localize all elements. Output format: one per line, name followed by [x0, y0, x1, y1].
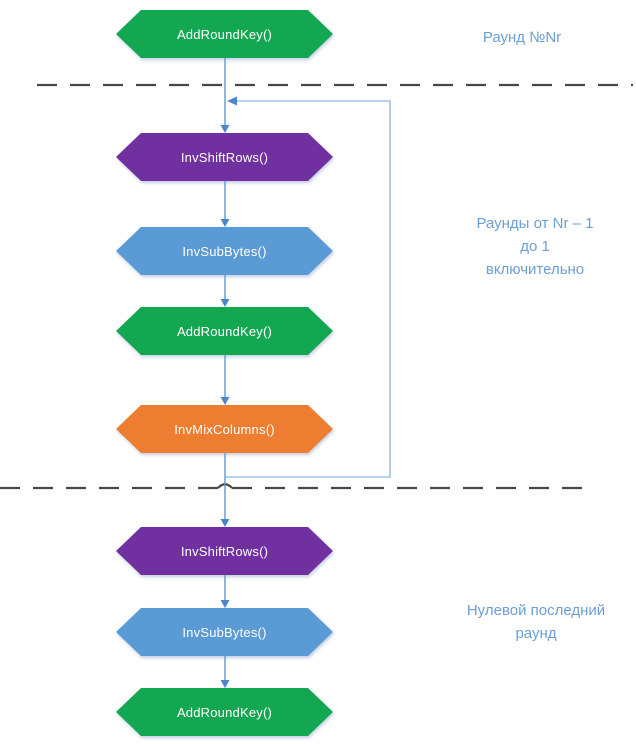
flow-node-invsubbytes-final[interactable]: InvSubBytes() — [116, 608, 333, 656]
section-label-final-round: Нулевой последний раунд — [436, 599, 636, 645]
connector-5-arrowhead — [220, 519, 230, 527]
flow-node-addroundkey-round-nr[interactable]: AddRoundKey() — [116, 10, 333, 58]
node-label: InvSubBytes() — [182, 624, 267, 640]
section-label-line: Нулевой последний — [466, 602, 606, 619]
hexagon-shape — [116, 608, 333, 656]
dashed-divider-hop — [217, 483, 233, 489]
connector-4-arrowhead — [220, 397, 230, 405]
section-label-line: до 1 — [520, 238, 550, 255]
connector-3-arrowhead — [220, 299, 230, 307]
flow-node-addroundkey-final[interactable]: AddRoundKey() — [116, 688, 333, 736]
connector-2-arrowhead — [220, 219, 230, 227]
section-label-line: включительно — [485, 261, 585, 278]
node-label: InvSubBytes() — [182, 243, 267, 259]
hexagon-shape — [116, 688, 333, 736]
connector-7-arrowhead — [220, 680, 230, 688]
hexagon-shape — [116, 10, 333, 58]
flow-node-invshiftrows-final[interactable]: InvShiftRows() — [116, 527, 333, 575]
flow-node-invmixcolumns[interactable]: InvMixColumns() — [116, 405, 333, 453]
feedback-loop-arrowhead — [227, 96, 237, 106]
section-label-line: раунд — [515, 625, 557, 642]
node-label: AddRoundKey() — [176, 323, 273, 339]
flow-node-addroundkey-main[interactable]: AddRoundKey() — [116, 307, 333, 355]
node-label: InvShiftRows() — [180, 543, 269, 559]
hexagon-shape — [116, 307, 333, 355]
connector-6-arrowhead — [220, 600, 230, 608]
section-label-line: Раунды от Nr – 1 — [476, 215, 594, 232]
hexagon-shape — [116, 227, 333, 275]
hexagon-shape — [116, 405, 333, 453]
hexagon-shape — [116, 527, 333, 575]
flow-node-invsubbytes-main[interactable]: InvSubBytes() — [116, 227, 333, 275]
flow-node-invshiftrows-main[interactable]: InvShiftRows() — [116, 133, 333, 181]
section-label-middle-rounds: Раунды от Nr – 1 до 1 включительно — [435, 212, 635, 281]
node-label: InvShiftRows() — [180, 149, 269, 165]
node-label: AddRoundKey() — [176, 704, 273, 720]
node-label: InvMixColumns() — [174, 421, 275, 437]
node-label: AddRoundKey() — [176, 26, 273, 42]
connector-1-arrowhead — [220, 125, 230, 133]
section-label-round-nr: Раунд №Nr — [482, 29, 562, 46]
hexagon-shape — [116, 133, 333, 181]
